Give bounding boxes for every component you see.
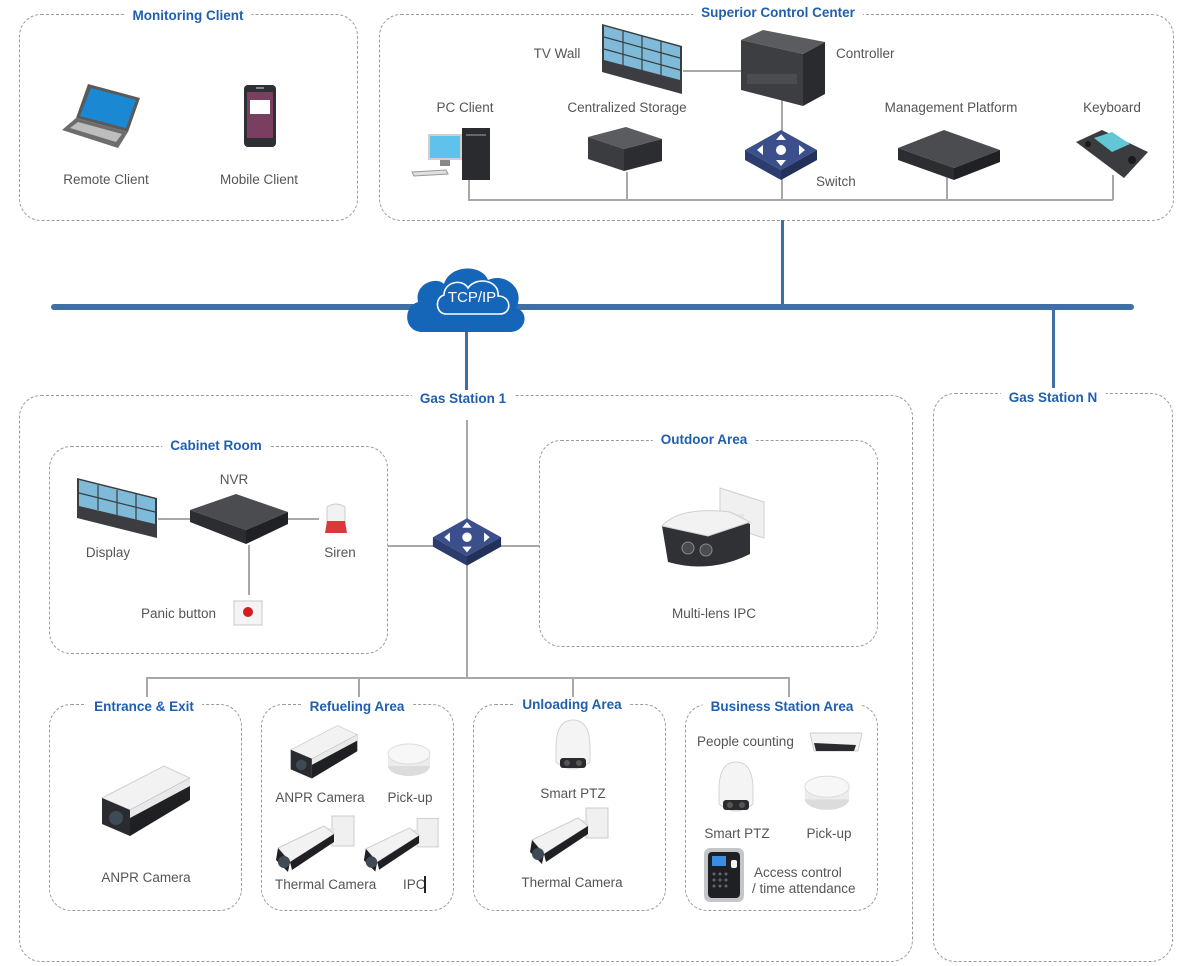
device-label: NVR (219, 472, 249, 487)
connector-line (626, 172, 628, 200)
device-label: Keyboard (1083, 100, 1141, 115)
device-label: TV Wall (533, 46, 581, 61)
device-label: Pick-up (806, 826, 852, 841)
access-control-icon (704, 848, 744, 902)
people-counting-camera-icon (809, 732, 863, 752)
device-label: Thermal Camera (521, 875, 623, 890)
server-icon (898, 130, 1000, 180)
storage-icon (588, 127, 662, 171)
bullet-camera-icon (363, 817, 439, 872)
device-label: ANPR Camera (101, 870, 191, 885)
device-label: Thermal Camera (275, 877, 377, 892)
box-camera-icon (289, 725, 359, 779)
connector-line (788, 677, 790, 697)
switch-icon (432, 518, 502, 566)
device-label: Pick-up (387, 790, 433, 805)
connector-line (146, 677, 789, 679)
bullet-camera-icon (530, 807, 609, 864)
connector-line (468, 178, 470, 200)
connector-line (572, 677, 574, 697)
device-label: Smart PTZ (540, 786, 606, 801)
device-label: Centralized Storage (567, 100, 687, 115)
refueling-area-title: Refueling Area (301, 699, 413, 715)
device-label: PC Client (436, 100, 494, 115)
connector-line (946, 160, 948, 200)
multi-lens-camera-icon (661, 487, 765, 567)
controller-icon (741, 30, 825, 106)
backbone-uplink-gas-station-1 (465, 320, 468, 390)
device-label: Mobile Client (219, 172, 299, 187)
device-label: Switch (816, 174, 856, 189)
bullet-camera-icon (276, 815, 355, 872)
device-label: Multi-lens IPC (671, 606, 757, 621)
switch-icon (745, 130, 817, 180)
connector-line (158, 518, 190, 520)
connector-line (683, 70, 743, 72)
device-label: IPC (403, 877, 426, 892)
monitoring-client-title: Monitoring Client (124, 8, 252, 24)
gas-station-n-group (933, 393, 1173, 962)
device-label: Controller (836, 46, 895, 61)
nvr-icon (190, 494, 288, 544)
cabinet-room-title: Cabinet Room (162, 438, 270, 454)
siren-icon (325, 503, 347, 533)
connector-line (468, 199, 1113, 201)
device-label: Smart PTZ (704, 826, 770, 841)
device-label: ANPR Camera (275, 790, 365, 805)
device-label: Panic button (141, 606, 217, 621)
text-cursor (424, 876, 426, 893)
video-wall-icon (602, 24, 682, 94)
outdoor-area-title: Outdoor Area (652, 432, 756, 448)
device-label: Management Platform (884, 100, 1018, 115)
cloud-icon (407, 268, 525, 332)
connector-line (287, 518, 319, 520)
laptop-icon (62, 84, 140, 148)
ptz-camera-icon (718, 761, 754, 812)
gas-station-n-title: Gas Station N (1000, 390, 1106, 406)
connector-line (146, 677, 148, 697)
ptz-camera-icon (555, 719, 591, 770)
business-station-area-title: Business Station Area (702, 699, 862, 715)
desktop-pc-icon (411, 128, 490, 180)
connector-line (248, 545, 250, 595)
device-label: Display (85, 545, 131, 560)
device-label: People counting (697, 734, 794, 749)
panic-button-icon (233, 600, 263, 626)
audio-pickup-icon (387, 743, 431, 776)
backbone-uplink-control-center (781, 220, 784, 306)
box-camera-icon (100, 765, 192, 836)
connector-line (358, 677, 360, 697)
entrance-exit-title: Entrance & Exit (86, 699, 202, 715)
display-wall-icon (77, 478, 157, 538)
gas-station-1-title: Gas Station 1 (411, 391, 515, 407)
connector-line (1112, 175, 1114, 200)
cloud-label: TCP/IP (447, 289, 497, 306)
device-label: Siren (324, 545, 356, 560)
backbone-uplink-gas-station-n (1052, 308, 1055, 388)
device-label: Access control (754, 865, 842, 880)
audio-pickup-icon (804, 775, 850, 810)
control-keyboard-icon (1076, 130, 1148, 178)
smartphone-icon (244, 85, 276, 147)
device-label-line2: / time attendance (752, 881, 856, 896)
device-label: Remote Client (63, 172, 149, 187)
unloading-area-title: Unloading Area (514, 697, 630, 713)
network-backbone (51, 304, 1134, 310)
superior-control-center-title: Superior Control Center (693, 5, 863, 21)
